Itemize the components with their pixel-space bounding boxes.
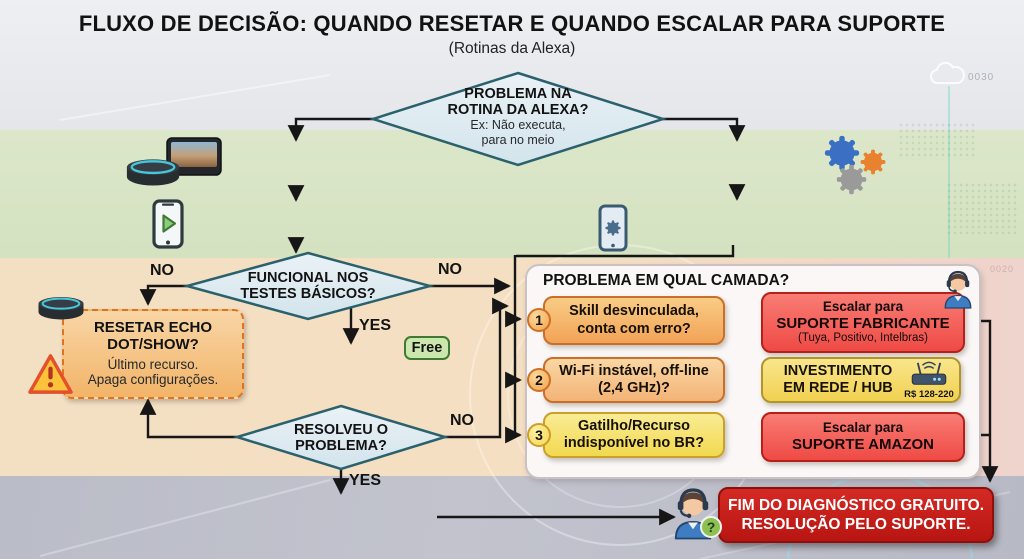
echo-dot-small-icon — [36, 292, 86, 322]
funcional-diamond — [182, 251, 435, 321]
start-line2: ROTINA DA ALEXA? — [447, 102, 589, 119]
edge-label-no-resolveu: NO — [450, 412, 474, 429]
dot-pattern-decor — [898, 122, 976, 160]
fim-line1: FIM DO DIAGNÓSTICO GRATUITO. — [727, 496, 985, 514]
row2-question: Wi-Fi instável, off-line (2,4 GHz)? — [543, 357, 725, 403]
row1-result-line2: SUPORTE FABRICANTE — [776, 314, 950, 332]
fim-box: FIM DO DIAGNÓSTICO GRATUITO. RESOLUÇÃO P… — [718, 487, 994, 543]
free-badge: Free — [404, 336, 450, 360]
row1-number: 1 — [527, 308, 551, 332]
router-block: R$ 128-220 — [903, 361, 955, 400]
row1-question: Skill desvinculada, conta com erro? — [543, 296, 725, 345]
cloud-icon — [928, 60, 968, 88]
router-price: R$ 128-220 — [904, 388, 954, 400]
edge-label-no-right: NO — [438, 261, 462, 278]
row3-question: Gatilho/Recurso indisponível no BR? — [543, 412, 725, 458]
edge-label-yes-funcional: YES — [359, 317, 392, 334]
fim-line2: RESOLUÇÃO PELO SUPORTE. — [741, 516, 971, 533]
faint-digits-top: 0030 — [968, 72, 995, 83]
start-ex2: para no meio — [481, 132, 555, 147]
dot-pattern-decor — [946, 182, 1018, 234]
row3-result: Escalar para SUPORTE AMAZON — [761, 412, 965, 462]
start-diamond-text: PROBLEMA NA ROTINA DA ALEXA? Ex: Não exe… — [398, 86, 638, 147]
faint-digits-right: 0020 — [990, 264, 1015, 274]
gears-icon — [820, 133, 896, 197]
question-badge: ? — [700, 516, 722, 538]
resetar-box: RESETAR ECHO DOT/SHOW? Último recurso. A… — [62, 309, 244, 399]
support-agent-icon — [938, 267, 978, 309]
edge-label-no-left: NO — [150, 262, 174, 279]
teal-line-decor — [948, 86, 950, 258]
start-diamond — [368, 71, 668, 167]
phone-play-icon — [152, 199, 184, 249]
row2-number: 2 — [527, 368, 551, 392]
row3-result-line2: SUPORTE AMAZON — [792, 436, 934, 454]
funcional-diamond-text: FUNCIONAL NOS TESTES BÁSICOS? — [240, 269, 376, 302]
edge-label-yes-resolveu: YES — [349, 472, 382, 489]
row2-result-line2: EM REDE / HUB — [783, 380, 893, 396]
resolveu-diamond-text: RESOLVEU O PROBLEMA? — [294, 421, 388, 454]
router-icon — [909, 361, 949, 389]
page-subtitle: (Rotinas da Alexa) — [448, 40, 576, 57]
row2-result-line1: INVESTIMENTO — [783, 363, 893, 380]
row3-number: 3 — [527, 423, 551, 447]
row2-result-text: INVESTIMENTO EM REDE / HUB — [773, 363, 903, 396]
row1-result-line1: Escalar para — [822, 299, 904, 315]
start-line1: PROBLEMA NA — [464, 86, 572, 102]
resolveu-diamond — [232, 404, 450, 471]
start-ex1: Ex: Não executa, — [470, 118, 566, 133]
resetar-body2: Apaga configurações. — [87, 372, 219, 388]
phone-gear-icon — [598, 204, 628, 252]
row1-result-line3: (Tuya, Positivo, Intelbras) — [798, 331, 928, 344]
camada-panel-header: PROBLEMA EM QUAL CAMADA? — [543, 272, 790, 289]
row3-result-line1: Escalar para — [822, 419, 904, 435]
page-title: FLUXO DE DECISÃO: QUANDO RESETAR E QUAND… — [78, 11, 946, 36]
echo-show-icon — [166, 137, 222, 179]
resetar-title: RESETAR ECHO DOT/SHOW? — [93, 319, 213, 353]
row2-result: INVESTIMENTO EM REDE / HUB R$ 128-220 — [761, 357, 961, 403]
row1-result: Escalar para SUPORTE FABRICANTE (Tuya, P… — [761, 292, 965, 353]
warning-icon — [27, 352, 74, 397]
resetar-body1: Último recurso. — [107, 356, 199, 372]
echo-dot-icon — [124, 154, 182, 188]
